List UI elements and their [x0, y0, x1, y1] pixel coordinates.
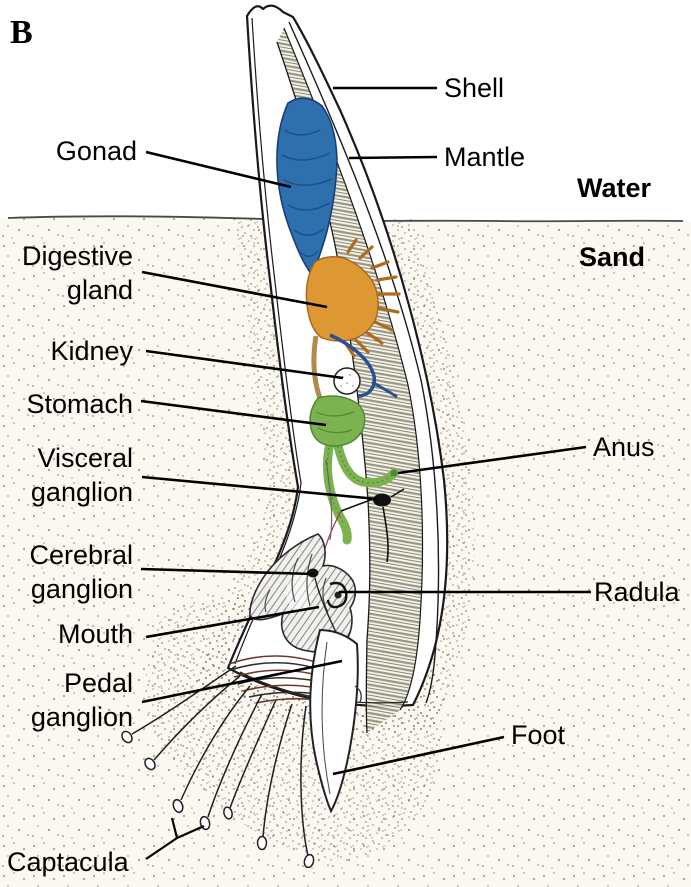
label-visceral-ganglion: Visceral ganglion: [30, 443, 133, 507]
esophagus-loop-tube: [329, 333, 377, 398]
label-gonad: Gonad: [55, 136, 137, 166]
label-cerebral-ganglion: Cerebral ganglion: [29, 540, 133, 604]
digestive-duct: [311, 335, 323, 399]
stomach-shape: [309, 395, 366, 447]
captacula-leader-line: [145, 817, 205, 860]
leader-lines: [140, 86, 591, 860]
label-digestive-gland: Digestive gland: [21, 241, 133, 305]
pedal-ganglion-leader-line: [141, 659, 343, 704]
panel-marker: B: [10, 14, 33, 51]
organs: [276, 97, 405, 563]
captaculum-filament: [229, 699, 277, 809]
label-radula: Radula: [594, 577, 680, 607]
label-kidney: Kidney: [50, 336, 133, 366]
esophagus-line: [325, 459, 333, 541]
captaculum-filament: [300, 705, 309, 857]
anus-opening: [390, 469, 398, 477]
digestive-gland-shape: [305, 255, 379, 342]
visceral-ganglion-leader-line: [141, 475, 378, 501]
label-water: Water: [577, 173, 652, 203]
captaculum-filament: [262, 703, 293, 838]
label-foot: Foot: [511, 720, 566, 750]
captacula-filaments: [131, 665, 309, 857]
captaculum-filament: [207, 693, 263, 818]
gonad-texture: [281, 129, 333, 257]
foot-shape: [309, 628, 362, 814]
label-pedal-ganglion: Pedal ganglion: [30, 668, 133, 732]
rectum-tube: [371, 380, 398, 399]
label-shell: Shell: [444, 73, 505, 103]
stomach-texture: [315, 411, 355, 434]
digestive-gland-fringes: [344, 238, 401, 358]
foot-leader-line: [332, 735, 505, 776]
cerebral-ganglion-leader-line: [140, 567, 315, 576]
label-anus: Anus: [593, 432, 655, 462]
mantle-band: [277, 28, 423, 733]
label-captacula: Captacula: [7, 847, 129, 877]
label-mantle: Mantle: [444, 142, 526, 172]
label-stomach: Stomach: [26, 389, 133, 419]
captaculum-filament: [180, 685, 251, 801]
gonad-leader-line: [145, 150, 292, 189]
anus-leader-line: [397, 445, 587, 475]
snout-folds: [264, 553, 329, 613]
captaculum-filament: [131, 665, 237, 735]
label-sand: Sand: [579, 242, 646, 272]
mouth-leader-line: [145, 605, 320, 639]
shell-inner-right-line: [288, 21, 440, 704]
kidney-shape: [333, 367, 361, 395]
mantle-leader-line: [348, 155, 438, 160]
digestive-gland-leader-line: [141, 270, 328, 309]
label-mouth: Mouth: [57, 619, 133, 649]
kidney-leader-line: [145, 349, 344, 380]
intestine-texture-1: [337, 445, 395, 484]
stomach-leader-line: [140, 399, 327, 427]
